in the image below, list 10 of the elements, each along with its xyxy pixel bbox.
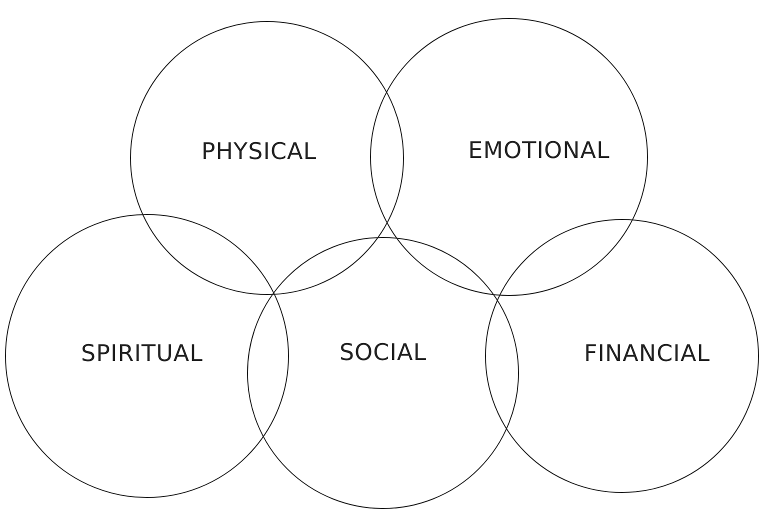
circle-label: SOCIAL — [339, 340, 427, 366]
venn-circle — [485, 219, 759, 493]
venn-circle — [5, 214, 289, 498]
venn-circle — [130, 21, 404, 295]
venn-circle — [247, 237, 519, 509]
circle-label: EMOTIONAL — [468, 138, 610, 164]
circle-label: PHYSICAL — [201, 139, 317, 165]
circle-label: SPIRITUAL — [81, 341, 203, 367]
venn-circle — [370, 18, 648, 296]
circle-label: FINANCIAL — [584, 341, 710, 367]
